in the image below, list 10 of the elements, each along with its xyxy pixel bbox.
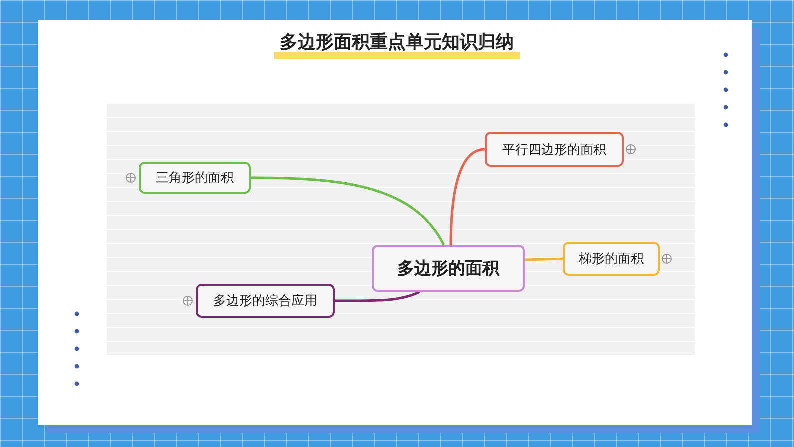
topic-box: 平行四边形的面积	[485, 132, 624, 167]
topic-box: 多边形的综合应用	[196, 284, 335, 318]
central-topic: 多边形的面积	[372, 245, 525, 292]
topic-box: 梯形的面积	[563, 242, 660, 276]
title: 多边形面积重点单元知识归纳	[280, 31, 514, 54]
topic-box: 三角形的面积	[139, 162, 251, 194]
branch-line	[250, 176, 446, 246]
branch-line	[335, 290, 420, 302]
branch-line	[450, 148, 486, 246]
branch-line	[524, 258, 564, 262]
